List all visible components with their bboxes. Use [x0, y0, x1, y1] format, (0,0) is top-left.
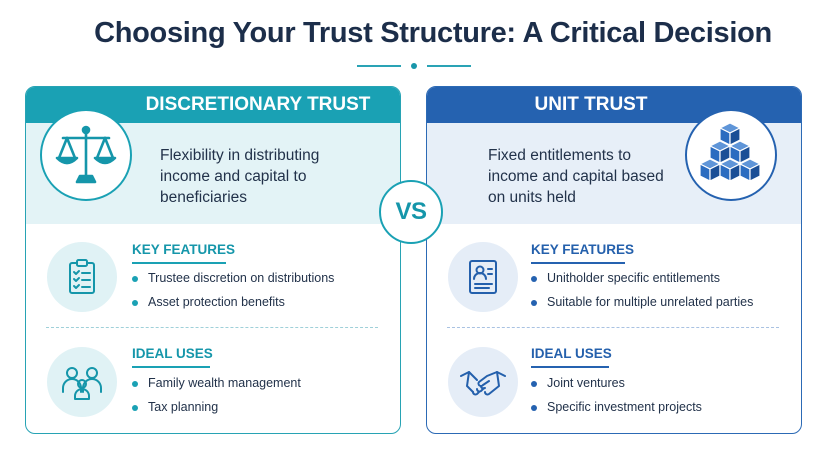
scales-of-justice-icon — [40, 109, 132, 201]
page-title: Choosing Your Trust Structure: A Critica… — [94, 17, 772, 49]
section-separator — [447, 327, 779, 328]
discretionary-description: Flexibility in distributing income and c… — [160, 147, 320, 206]
list-item: Family wealth management — [132, 376, 301, 390]
unit-ideal-uses-heading: IDEAL USES — [531, 346, 612, 368]
discretionary-trust-card: DISCRETIONARY TRUST Flexibility in distr… — [25, 86, 401, 434]
list-item: Unitholder specific entitlements — [531, 271, 720, 285]
stacked-cubes-icon — [685, 109, 777, 201]
checklist-clipboard-icon — [47, 242, 117, 312]
unit-key-features-heading: KEY FEATURES — [531, 242, 634, 264]
discretionary-key-features-heading: KEY FEATURES — [132, 242, 235, 264]
section-separator — [46, 327, 378, 328]
list-item: Suitable for multiple unrelated parties — [531, 295, 753, 309]
handshake-icon — [448, 347, 518, 417]
list-item: Joint ventures — [531, 376, 625, 390]
list-item: Specific investment projects — [531, 400, 702, 414]
list-item: Trustee discretion on distributions — [132, 271, 334, 285]
discretionary-ideal-uses-heading: IDEAL USES — [132, 346, 213, 368]
vs-badge: VS — [379, 180, 443, 244]
title-divider — [357, 63, 471, 69]
unit-description: Fixed entitlements to income and capital… — [488, 147, 664, 206]
unit-trust-card: UNIT TRUST — [426, 86, 802, 434]
family-people-icon — [47, 347, 117, 417]
id-document-icon — [448, 242, 518, 312]
list-item: Asset protection benefits — [132, 295, 285, 309]
list-item: Tax planning — [132, 400, 218, 414]
